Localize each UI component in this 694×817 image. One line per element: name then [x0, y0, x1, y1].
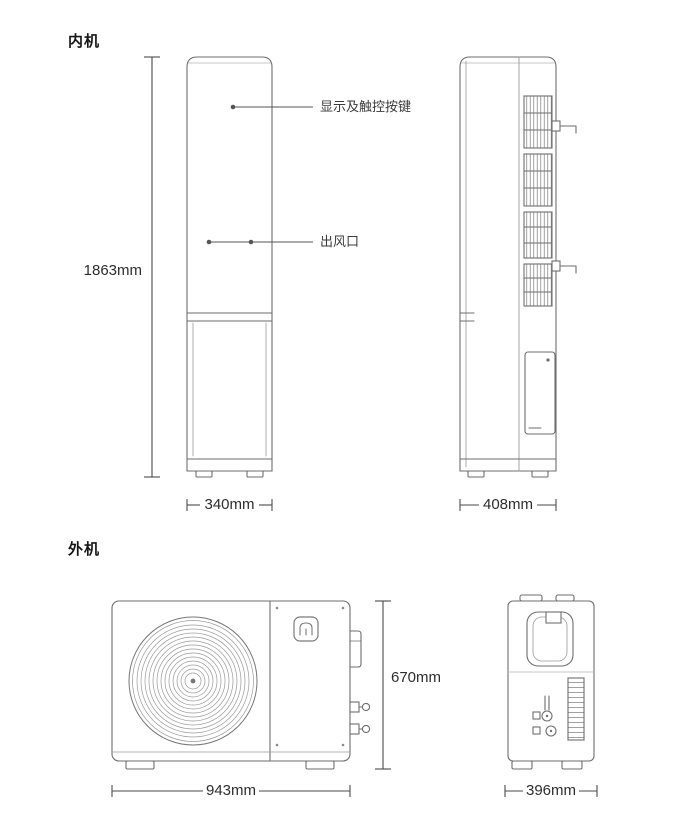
- side-vent-grilles: [523, 95, 553, 307]
- indoor-side-drawing: [459, 56, 577, 478]
- side-access-panel: [524, 351, 556, 435]
- compressor-outline: [526, 611, 574, 667]
- indoor-width-dimension-label: 340mm: [204, 496, 255, 513]
- indoor-depth-dimension-line: [459, 499, 557, 511]
- callout-label-display-touch: 显示及触控按键: [320, 99, 412, 114]
- side-valve-detail: [532, 695, 557, 737]
- outdoor-width-dimension-line: [111, 785, 351, 797]
- callout-air-outlet-leader: [206, 239, 313, 245]
- callout-label-air-outlet: 出风口: [320, 234, 360, 249]
- mijia-logo-icon: [293, 616, 319, 642]
- outdoor-front-drawing: [111, 600, 371, 770]
- callout-display-touch-leader: [230, 104, 313, 110]
- indoor-depth-dimension-label: 408mm: [482, 496, 534, 513]
- outdoor-depth-dimension-label: 396mm: [525, 782, 577, 799]
- indoor-width-dimension-line: [186, 499, 273, 511]
- outdoor-depth-dimension-line: [504, 785, 598, 797]
- indoor-front-drawing: [186, 56, 273, 478]
- fan-grille: [128, 616, 258, 746]
- outdoor-height-dimension-label: 670mm: [391, 669, 442, 686]
- pipe-bracket: [349, 630, 362, 668]
- outdoor-width-dimension-label: 943mm: [205, 782, 257, 799]
- indoor-height-dimension-label: 1863mm: [83, 262, 142, 279]
- outdoor-height-dimension-line: [375, 600, 391, 770]
- service-valves: [349, 701, 371, 735]
- indoor-unit-title: 内机: [68, 33, 101, 50]
- outdoor-unit-title: 外机: [68, 541, 101, 558]
- mounting-hooks: [551, 120, 577, 274]
- indoor-height-dimension-line: [144, 56, 160, 478]
- outdoor-side-drawing: [507, 594, 595, 770]
